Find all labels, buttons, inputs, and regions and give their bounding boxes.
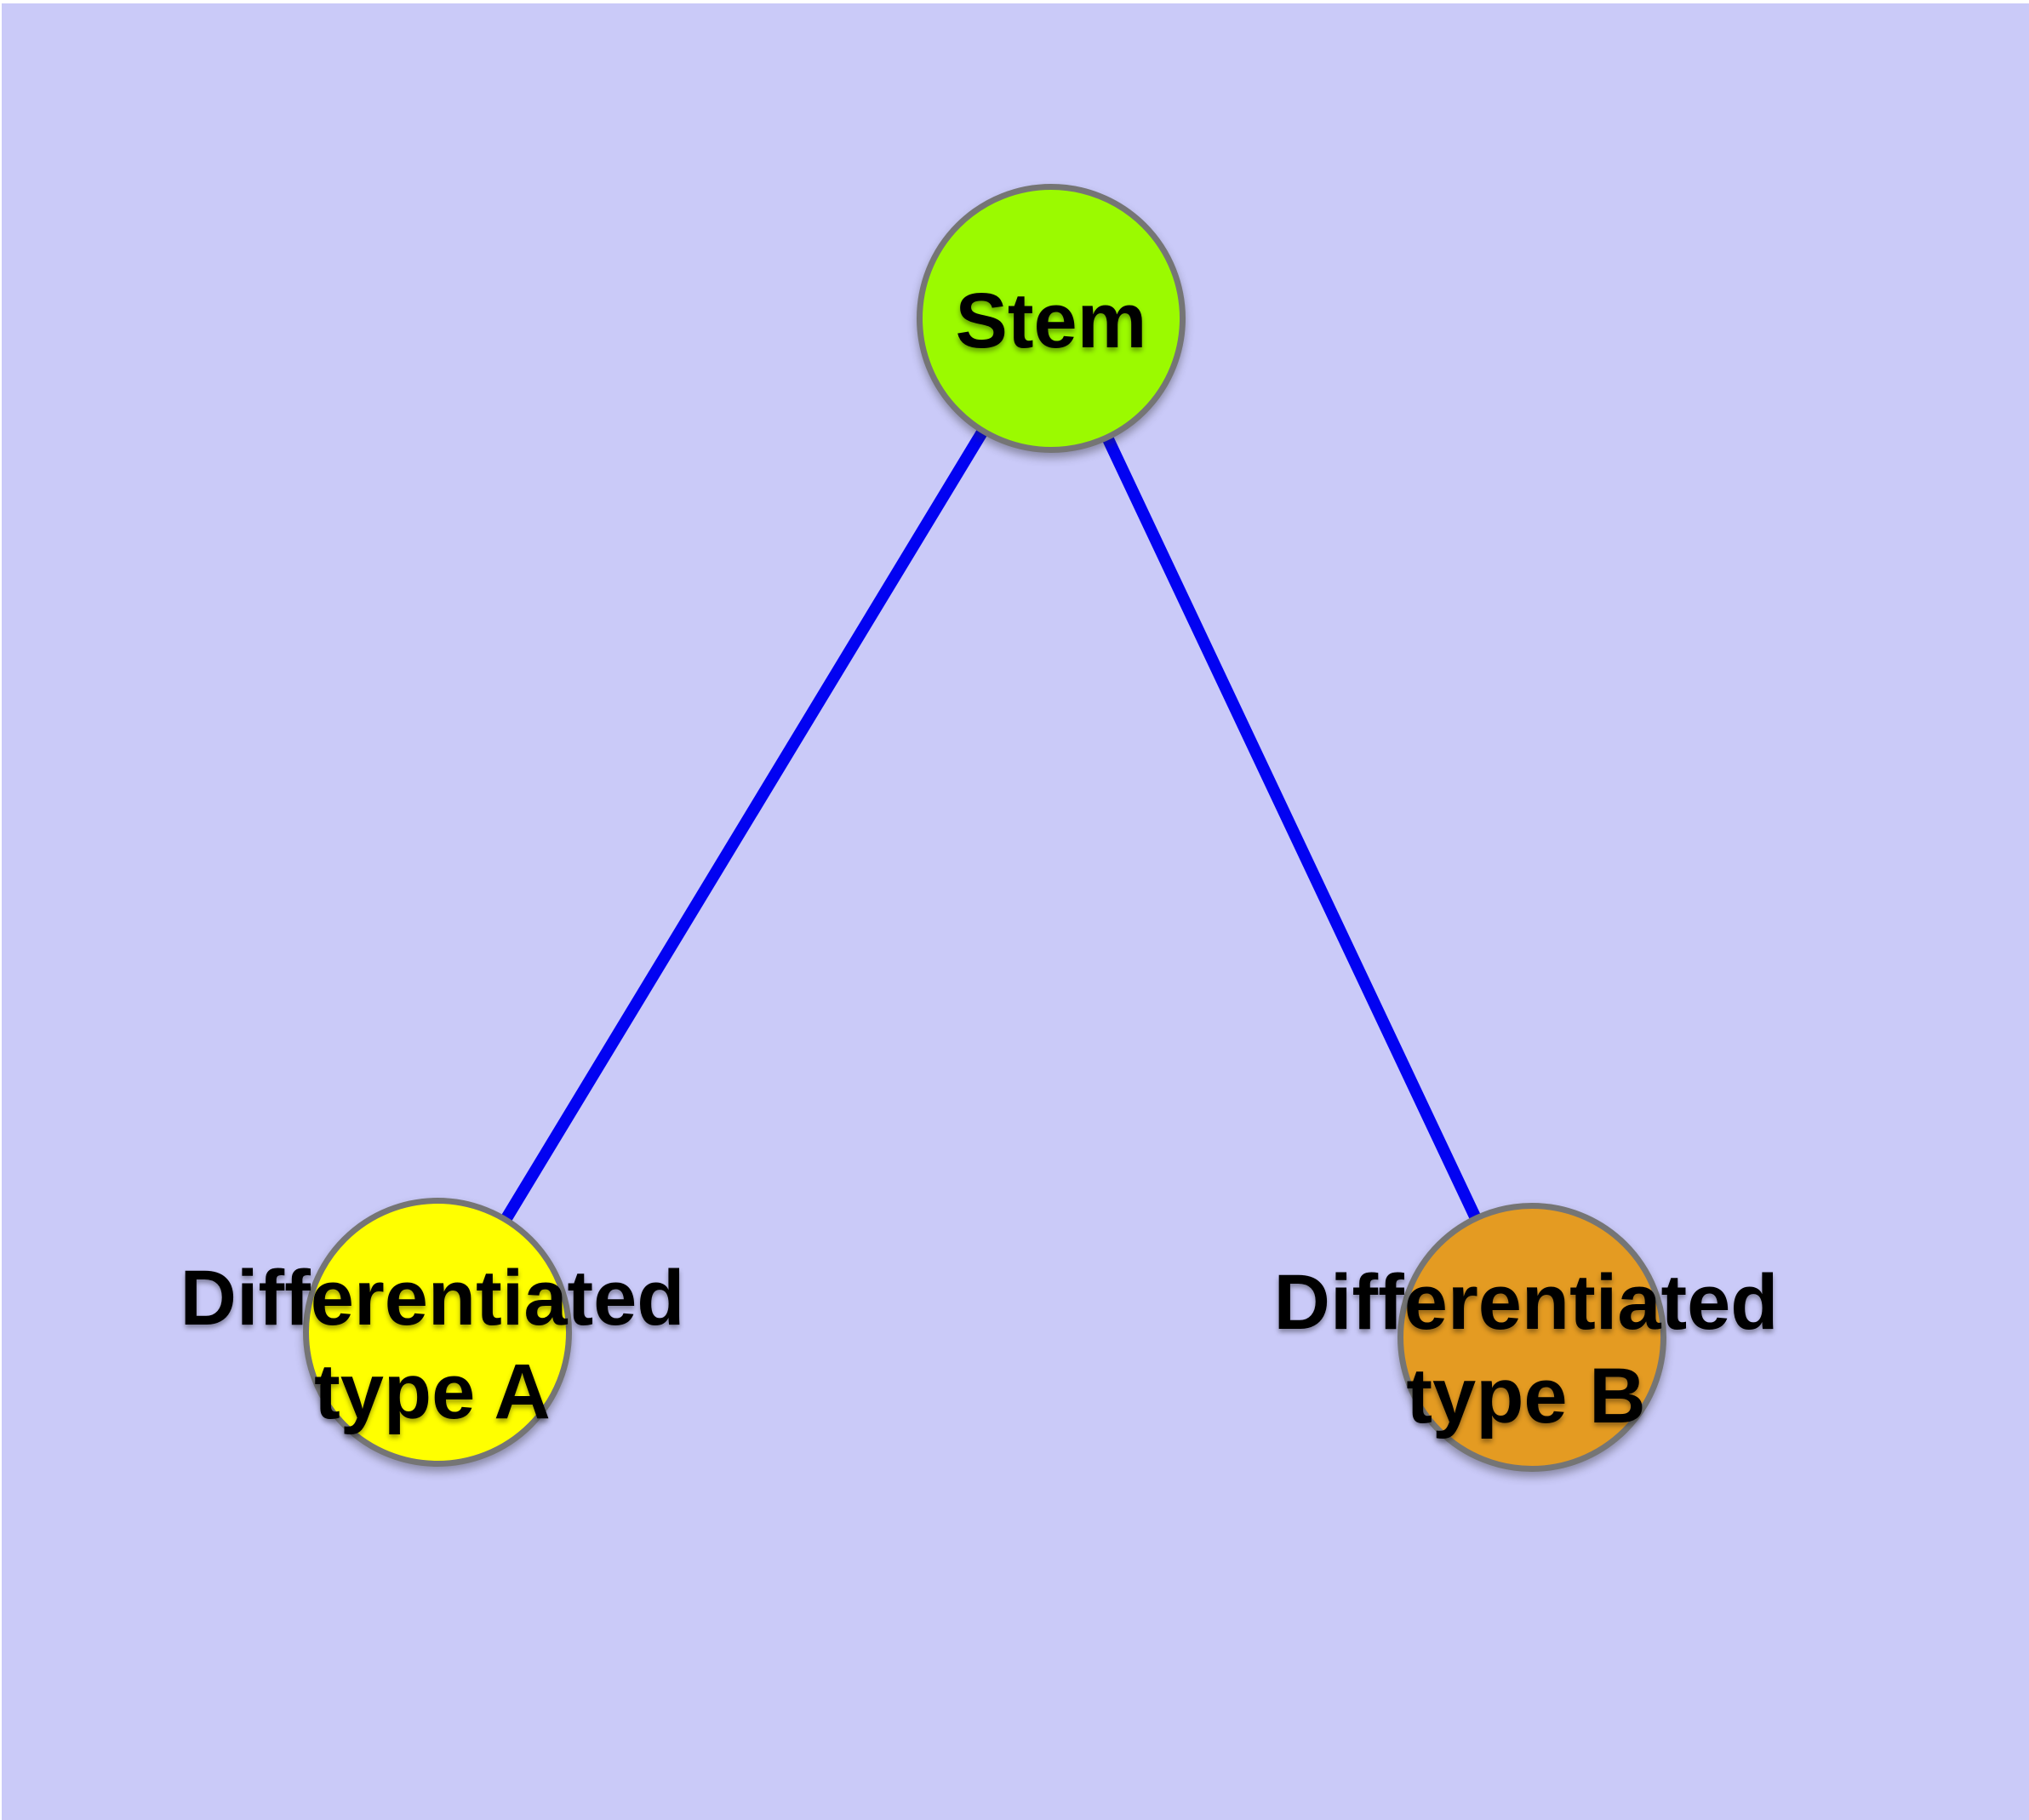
edge-stem-to-type-a xyxy=(432,315,1056,1336)
label-line-1: Differentiated xyxy=(1273,1259,1779,1346)
node-differentiated-type-a xyxy=(303,1198,572,1467)
node-stem xyxy=(917,184,1186,453)
node-differentiated-type-b xyxy=(1397,1203,1666,1472)
label-line-2: type B xyxy=(1406,1353,1646,1439)
node-label-differentiated-type-b: Differentiated type B xyxy=(1274,1256,1779,1443)
label-line-2: type A xyxy=(314,1348,551,1435)
node-label-stem: Stem xyxy=(955,278,1147,364)
label-line-1: Differentiated xyxy=(180,1255,685,1342)
node-label-differentiated-type-a: Differentiated type A xyxy=(180,1251,685,1439)
edge-stem-to-type-b xyxy=(1045,316,1538,1340)
